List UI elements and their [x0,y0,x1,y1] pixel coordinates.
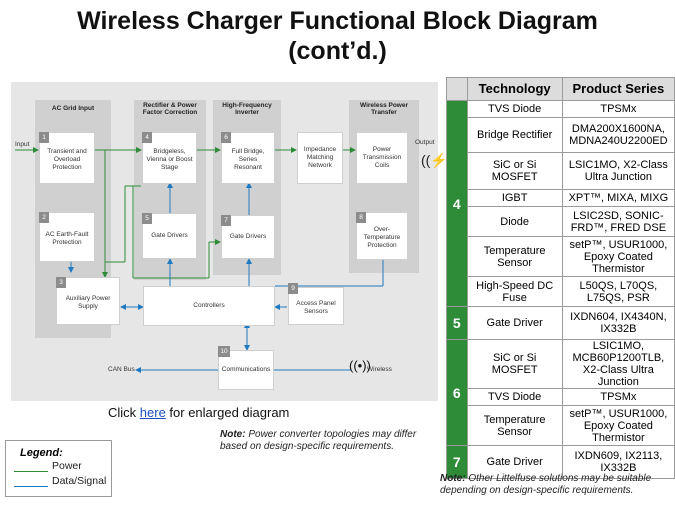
product-series-cell: TPSMx [561,100,675,118]
product-series-cell: DMA200X1600NA, MDNA240U2200ED [561,117,675,153]
technology-cell: High-Speed DC Fuse [466,276,563,307]
product-series-cell: LSIC2SD, SONIC-FRD™, FRED DSE [561,206,675,237]
connection-wires [15,147,384,373]
block-number-4: 4 [142,132,152,143]
band-label-wpt: Wireless Power Transfer [360,102,408,116]
band-label-ac-grid: AC Grid Input [51,105,95,112]
legend: Legend: Power Data/Signal [5,440,112,497]
technology-cell: IGBT [466,189,563,207]
enlarge-diagram-link[interactable]: here [139,405,166,420]
band-label-rectifier: Rectifier & Power Factor Correction [142,102,198,116]
header-product-series: Product Series [561,77,675,101]
block-number-9: 9 [288,283,298,294]
technology-cell: Diode [466,206,563,237]
legend-data-line [14,486,48,487]
littelfuse-note: Note: Other Littelfuse solutions may be … [440,473,675,497]
enlarge-prefix: Click [108,405,140,420]
enlarge-instruction: Click here for enlarged diagram [108,405,289,420]
table-header-row: Technology Product Series [446,77,675,101]
block-transient-protection[interactable]: Transient and Overload Protection [39,132,95,184]
technology-cell: Temperature Sensor [466,405,563,446]
product-series-cell: TPSMx [561,388,675,406]
wireless-icon: ((•)) [349,358,371,373]
title-line-2: (cont’d.) [288,37,387,65]
band-label-hf-inverter: High-Frequency Inverter [222,102,272,116]
technology-cell: Bridge Rectifier [466,117,563,153]
wireless-label: Wireless [367,366,392,373]
block-diagram[interactable]: AC Grid Input Rectifier & Power Factor C… [11,82,457,401]
technology-cell: TVS Diode [466,100,563,118]
block-number-8: 8 [356,212,366,223]
block-number-2: 2 [39,212,49,223]
block-controllers[interactable]: Controllers [143,286,275,326]
legend-title: Legend: [20,447,63,459]
legend-power-line [14,471,48,472]
block-number-1: 1 [39,132,49,143]
technology-cell: Gate Driver [466,445,563,479]
legend-power-label: Power [52,460,82,472]
block-number-6: 6 [221,132,231,143]
can-bus-label: CAN Bus [108,366,135,373]
block-number-3: 3 [56,277,66,288]
technology-cell: SiC or Si MOSFET [466,152,563,190]
product-series-cell: LSIC1MO, MCB60P1200TLB, X2-Class Ultra J… [561,339,675,389]
block-power-transmission[interactable]: Power Transmission Coils [356,132,408,184]
input-label: Input [15,141,30,148]
topology-note: Note: Power converter topologies may dif… [220,429,440,453]
block-number-5: 5 [142,213,152,224]
product-series-cell: XPT™, MIXA, MIXG [561,189,675,207]
header-technology: Technology [466,77,563,101]
topology-note-bold: Note: [220,429,246,440]
block-number-10: 10 [218,346,230,357]
product-series-cell: IXDN609, IX2113, IX332B [561,445,675,479]
technology-cell: Temperature Sensor [466,236,563,277]
enlarge-suffix: for enlarged diagram [165,405,290,420]
product-series-cell: setP™, USUR1000, Epoxy Coated Thermistor [561,236,675,277]
group-cell: 4 [446,100,468,307]
block-auxiliary-power-supply[interactable]: Auxiliary Power Supply [56,277,120,325]
legend-data-label: Data/Signal [52,475,107,487]
technology-cell: SiC or Si MOSFET [466,339,563,389]
product-series-cell: setP™, USUR1000, Epoxy Coated Thermistor [561,405,675,446]
product-series-cell: LSIC1MO, X2-Class Ultra Junction [561,152,675,190]
technology-cell: TVS Diode [466,388,563,406]
block-number-7: 7 [221,215,231,226]
topology-note-text: Power converter topologies may differ ba… [220,429,417,452]
header-group [446,77,468,101]
output-label: Output [415,139,435,146]
group-cell: 6 [446,339,468,446]
product-series-cell: L50QS, L70QS, L75QS, PSR [561,276,675,307]
littelfuse-note-text: Other Littelfuse solutions may be suitab… [440,473,652,496]
title-line-1: Wireless Charger Functional Block Diagra… [77,7,598,35]
technology-cell: Gate Driver [466,306,563,340]
group-cell: 5 [446,306,468,340]
block-impedance-matching[interactable]: Impedance Matching Network [297,132,343,184]
page-title: Wireless Charger Functional Block Diagra… [0,6,675,66]
product-series-cell: IXDN604, IX4340N, IX332B [561,306,675,340]
littelfuse-note-bold: Note: [440,473,466,484]
